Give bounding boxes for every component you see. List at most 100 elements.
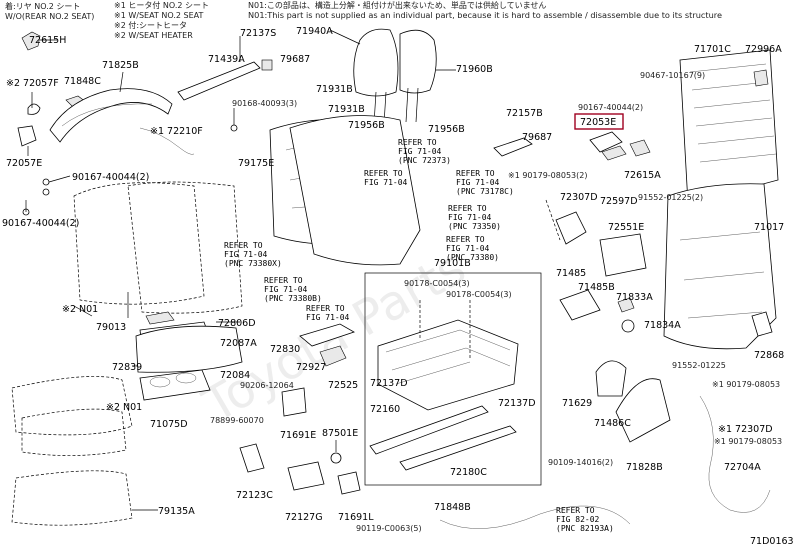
part-label[interactable]: 71956B <box>428 124 465 135</box>
part-label[interactable]: 72180C <box>450 467 487 478</box>
part-label[interactable]: ※1 90179-08053 <box>712 380 780 389</box>
svg-text:FIG 71-04[interactable]: FIG 71-04 <box>456 178 500 187</box>
part-label[interactable]: 72868 <box>754 350 784 361</box>
part-label[interactable]: 72137D <box>498 398 536 409</box>
svg-text:FIG 71-04[interactable]: FIG 71-04 <box>306 313 350 322</box>
part-label[interactable]: 72996A <box>745 44 782 55</box>
svg-text:REFER TO[interactable]: REFER TO <box>224 241 263 250</box>
svg-text:(PNC 73380X)[interactable]: (PNC 73380X) <box>224 259 282 268</box>
part-label[interactable]: 71017 <box>754 222 784 233</box>
part-label[interactable]: ※1 72210F <box>150 126 203 137</box>
svg-text:(PNC 72373)[interactable]: (PNC 72373) <box>398 156 451 165</box>
part-label[interactable]: 72615H <box>29 35 66 46</box>
svg-text:REFER TO[interactable]: REFER TO <box>306 304 345 313</box>
part-label[interactable]: 71848B <box>434 502 471 513</box>
part-label[interactable]: 79687 <box>522 132 552 143</box>
svg-text:(PNC 82193A)[interactable]: (PNC 82193A) <box>556 524 614 533</box>
part-label[interactable]: 72157B <box>506 108 543 119</box>
part-label[interactable]: 72597D <box>600 196 638 207</box>
part-label[interactable]: 90119-C0063(5) <box>356 524 422 533</box>
svg-text:(PNC 73380B)[interactable]: (PNC 73380B) <box>264 294 322 303</box>
refer-to-block[interactable]: REFER TO FIG 71-04 <box>306 304 350 322</box>
part-label[interactable]: 71075D <box>150 419 188 430</box>
part-label[interactable]: 72127G <box>285 512 323 523</box>
part-label[interactable]: 72123C <box>236 490 273 501</box>
svg-text:FIG 82-02[interactable]: FIG 82-02 <box>556 515 600 524</box>
part-label[interactable]: 71439A <box>208 54 245 65</box>
part-label[interactable]: 71691L <box>338 512 374 523</box>
svg-text:FIG 71-04[interactable]: FIG 71-04 <box>398 147 442 156</box>
refer-to-block[interactable]: REFER TO FIG 82-02 (PNC 82193A) <box>556 506 614 533</box>
part-label[interactable]: 79101B <box>434 258 471 269</box>
part-label[interactable]: 72084 <box>220 370 250 381</box>
part-label[interactable]: 72806D <box>218 318 256 329</box>
svg-text:REFER TO[interactable]: REFER TO <box>446 235 485 244</box>
part-label[interactable]: 72087A <box>220 338 257 349</box>
svg-text:REFER TO[interactable]: REFER TO <box>398 138 437 147</box>
part-label[interactable]: 91552-01225 <box>672 361 726 370</box>
part-label[interactable]: 79687 <box>280 54 310 65</box>
part-label[interactable]: 90167-40044(2) <box>2 218 79 229</box>
svg-text:(PNC 73350)[interactable]: (PNC 73350) <box>448 222 501 231</box>
part-label[interactable]: 72160 <box>370 404 400 415</box>
part-label[interactable]: 72525 <box>328 380 358 391</box>
part-label[interactable]: 72704A <box>724 462 761 473</box>
svg-text:REFER TO[interactable]: REFER TO <box>364 169 403 178</box>
svg-text:FIG 71-04[interactable]: FIG 71-04 <box>364 178 408 187</box>
svg-text:REFER TO[interactable]: REFER TO <box>448 204 487 213</box>
part-label[interactable]: 71629 <box>562 398 592 409</box>
svg-text:(PNC 73178C)[interactable]: (PNC 73178C) <box>456 187 514 196</box>
part-label[interactable]: 90167-40044(2) <box>72 172 149 183</box>
svg-text:REFER TO[interactable]: REFER TO <box>556 506 595 515</box>
part-label[interactable]: 79175E <box>238 158 274 169</box>
refer-to-block[interactable]: REFER TO FIG 71-04 (PNC 73380) <box>446 235 499 262</box>
part-label[interactable]: 71485 <box>556 268 586 279</box>
refer-to-block[interactable]: REFER TO FIG 71-04 <box>364 169 408 187</box>
svg-text:REFER TO[interactable]: REFER TO <box>264 276 303 285</box>
part-label[interactable]: 71701C <box>694 44 731 55</box>
part-label[interactable]: 71833A <box>616 292 653 303</box>
part-label[interactable]: 90178-C0054(3) <box>404 279 470 288</box>
svg-text:REFER TO[interactable]: REFER TO <box>456 169 495 178</box>
highlighted-part-label[interactable]: 72053E <box>580 117 616 128</box>
part-label[interactable]: ※2 N01 <box>62 304 98 315</box>
part-label[interactable]: 72839 <box>112 362 142 373</box>
refer-to-blocks[interactable]: REFER TO FIG 71-04 (PNC 72373) REFER TO … <box>224 138 614 533</box>
svg-text:(PNC 73380)[interactable]: (PNC 73380) <box>446 253 499 262</box>
part-label[interactable]: 90206-12064 <box>240 381 294 390</box>
part-label[interactable]: ※1 90179-08053(2) <box>508 171 587 180</box>
part-label[interactable]: 72551E <box>608 222 644 233</box>
part-label[interactable]: 90109-14016(2) <box>548 458 613 467</box>
refer-to-block[interactable]: REFER TO FIG 71-04 (PNC 73380X) <box>224 241 282 268</box>
part-label[interactable]: 71960B <box>456 64 493 75</box>
part-label[interactable]: ※1 72307D <box>718 424 773 435</box>
part-label[interactable]: 72927 <box>296 362 326 373</box>
part-label[interactable]: 72830 <box>270 344 300 355</box>
part-label[interactable]: 90167-40044(2) <box>578 103 643 112</box>
part-label[interactable]: 71940A <box>296 26 333 37</box>
part-label[interactable]: 71834A <box>644 320 681 331</box>
part-label[interactable]: 87501E <box>322 428 358 439</box>
part-label[interactable]: 79135A <box>158 506 195 517</box>
part-label[interactable]: 71691E <box>280 430 316 441</box>
part-label[interactable]: 78899-60070 <box>210 416 264 425</box>
part-label[interactable]: 71485B <box>578 282 615 293</box>
part-label[interactable]: 90178-C0054(3) <box>446 290 512 299</box>
svg-text:FIG 71-04[interactable]: FIG 71-04 <box>224 250 268 259</box>
part-label[interactable]: 71848C <box>64 76 101 87</box>
part-label[interactable]: 71931B <box>316 84 353 95</box>
part-labels[interactable]: 72615H ※2 72057F 71848C 71825B 72057E ※1… <box>2 26 784 533</box>
svg-text:FIG 71-04[interactable]: FIG 71-04 <box>264 285 308 294</box>
part-label[interactable]: 72137S <box>240 28 276 39</box>
part-label[interactable]: 79013 <box>96 322 126 333</box>
part-label[interactable]: 71486C <box>594 418 631 429</box>
part-label[interactable]: 71931B <box>328 104 365 115</box>
part-label[interactable]: 71956B <box>348 120 385 131</box>
part-label[interactable]: 72137D <box>370 378 408 389</box>
part-label[interactable]: 72307D <box>560 192 598 203</box>
part-label[interactable]: ※1 90179-08053 <box>714 437 782 446</box>
part-label[interactable]: ※2 72057F <box>6 78 59 89</box>
part-label[interactable]: 72615A <box>624 170 661 181</box>
refer-to-block[interactable]: REFER TO FIG 71-04 (PNC 72373) <box>398 138 451 165</box>
part-label[interactable]: ※2 N01 <box>106 402 142 413</box>
